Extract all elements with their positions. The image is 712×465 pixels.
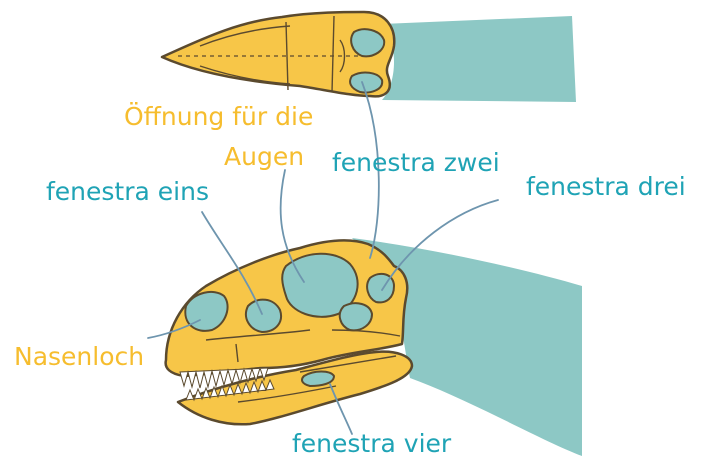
fenestra-two-opening xyxy=(340,303,372,330)
label-eye-opening-line2: Augen xyxy=(224,144,304,169)
label-fenestra-one: fenestra eins xyxy=(46,179,209,204)
top-view-neck xyxy=(382,16,576,102)
label-fenestra-three: fenestra drei xyxy=(526,174,686,199)
label-fenestra-four: fenestra vier xyxy=(292,431,451,456)
top-view-opening-lower xyxy=(350,73,382,93)
label-eye-opening-line1: Öffnung für die xyxy=(124,104,313,129)
side-view-skull xyxy=(166,238,582,456)
fenestra-one-opening xyxy=(246,300,281,332)
top-view-skull xyxy=(162,12,576,102)
top-view-opening-upper xyxy=(351,29,384,56)
label-nostril: Nasenloch xyxy=(14,344,144,369)
label-fenestra-two: fenestra zwei xyxy=(332,150,500,175)
